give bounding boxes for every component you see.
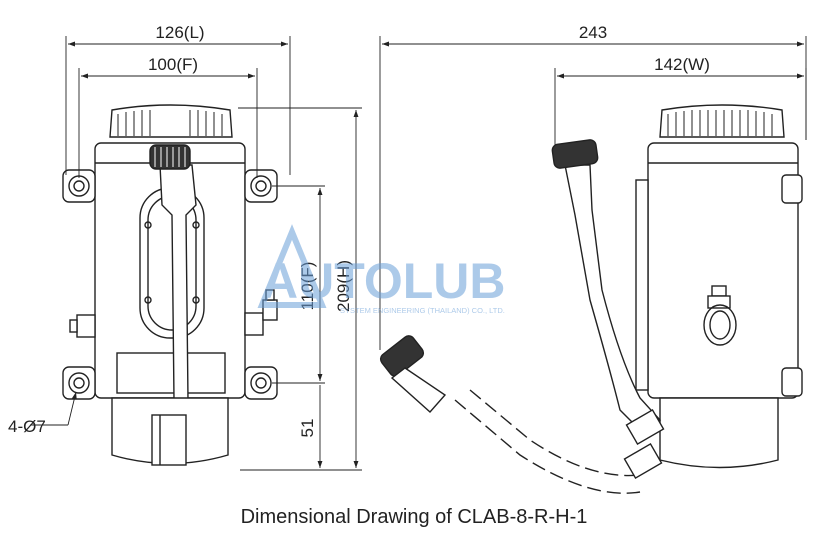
overall-width-label: 142(W) bbox=[654, 55, 710, 74]
side-dimension-lines bbox=[379, 36, 807, 350]
side-view bbox=[379, 104, 803, 494]
watermark-brand: AUTOLUB bbox=[262, 253, 506, 309]
overall-length-label: 126(L) bbox=[155, 23, 204, 42]
front-dimension-lines bbox=[30, 36, 362, 471]
base-height-label: 51 bbox=[298, 419, 317, 438]
overall-height-label: 209(H) bbox=[334, 260, 353, 312]
drawing-caption: Dimensional Drawing of CLAB-8-R-H-1 bbox=[240, 506, 588, 528]
watermark-tagline: SYSTEM ENGINEERING (THAILAND) CO., LTD. bbox=[340, 306, 505, 315]
watermark-logo: AUTOLUB SYSTEM ENGINEERING (THAILAND) CO… bbox=[257, 224, 506, 315]
mount-holes-label: 4-Ø7 bbox=[8, 417, 46, 436]
front-view bbox=[62, 104, 278, 466]
mount-pitch-front-label: 100(F) bbox=[148, 55, 198, 74]
overall-swing-label: 243 bbox=[579, 23, 607, 42]
